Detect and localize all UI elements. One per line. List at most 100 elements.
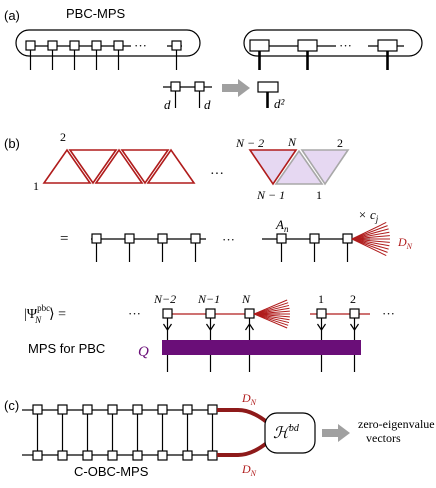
panel-b-label: (b)	[4, 136, 20, 151]
mps-site-tensor	[107, 450, 118, 461]
pbc-mps-title: PBC-MPS	[66, 6, 126, 21]
fan-line	[351, 231, 390, 240]
mps-for-pbc-label: MPS for PBC	[28, 341, 105, 356]
bond-dn-top	[217, 408, 270, 425]
pbc-chain-left: ···	[25, 38, 182, 70]
blocked-tensor	[249, 39, 270, 52]
mps-site-tensor	[57, 404, 68, 415]
triangle-label: 1	[33, 179, 39, 193]
cobc-mps-label: C-OBC-MPS	[74, 464, 149, 479]
panel-c-label: (c)	[4, 398, 19, 413]
arrow-up-icon	[245, 322, 254, 331]
triangle-chain: 2 1 ··· N − 2 N 2 N − 1 1	[33, 130, 350, 202]
mps-site-tensor	[182, 450, 193, 461]
boundary-hamiltonian-block	[264, 412, 316, 454]
blocked-tensor	[257, 81, 279, 93]
mps-site-tensor	[57, 450, 68, 461]
mps-site-tensor	[157, 450, 168, 461]
site-tensor	[170, 81, 181, 92]
triangle	[274, 149, 324, 185]
site-index: N−2	[153, 292, 176, 306]
blocked-tensor	[377, 39, 398, 52]
bond-fan	[253, 299, 290, 329]
pbc-ring-left	[15, 29, 201, 57]
mps-site-tensor	[32, 450, 43, 461]
mps-site-tensor	[91, 40, 102, 51]
dn-bottom-label: DN	[241, 462, 257, 478]
triangle-label: 1	[316, 188, 322, 202]
ellipsis: ···	[339, 38, 352, 53]
dn-label: DN	[397, 235, 413, 251]
mps-site-tensor	[32, 404, 43, 415]
fan-line	[351, 238, 388, 253]
mps-site-tensor	[157, 233, 168, 244]
site-index: N−1	[197, 292, 220, 306]
mps-site-tensor	[132, 404, 143, 415]
fan-line	[351, 228, 389, 240]
triangle	[146, 148, 196, 184]
mps-site-tensor	[157, 404, 168, 415]
blocked-tensor	[297, 39, 318, 52]
d-label: d	[164, 97, 171, 112]
triangle	[94, 148, 144, 184]
mps-site-tensor	[47, 40, 58, 51]
mps-site-tensor	[91, 233, 102, 244]
mps-site-tensor	[182, 404, 193, 415]
mps-site-tensor	[342, 233, 353, 244]
fan-line	[351, 238, 389, 250]
triangle	[300, 149, 350, 186]
mps-site-tensor	[190, 233, 201, 244]
site-tensor	[194, 81, 205, 92]
panel-a-label: (a)	[4, 8, 20, 23]
triangle-label: 2	[60, 130, 66, 144]
times-cj-label: × cj	[358, 207, 379, 224]
dn-top-label: DN	[241, 391, 257, 407]
mps-site-tensor	[82, 450, 93, 461]
triangle-label: N	[287, 135, 297, 149]
mps-site-tensor	[171, 40, 182, 51]
equals-sign: =	[60, 231, 68, 247]
mps-site-tensor	[207, 404, 218, 415]
mps-site-tensor	[113, 40, 124, 51]
fan-line	[351, 238, 390, 247]
arrow-right-icon	[222, 79, 250, 97]
fan-line	[351, 225, 388, 240]
ellipsis: ···	[382, 306, 395, 321]
mps-site-tensor	[25, 40, 36, 51]
mps-site-tensor	[69, 40, 80, 51]
vectors-text: vectors	[366, 431, 401, 445]
ellipsis: ···	[134, 38, 147, 53]
tensor-a-label: An	[275, 217, 289, 234]
fan-line	[351, 235, 390, 240]
triangle	[42, 148, 92, 184]
arrow-down-icon	[206, 323, 215, 332]
blocking-illustration: d d d²	[163, 79, 286, 112]
d-label: d	[204, 97, 211, 112]
arrow-down-icon	[317, 323, 326, 332]
mps-site-tensor	[316, 308, 327, 319]
mps-site-tensor	[276, 233, 287, 244]
mps-site-tensor	[244, 308, 255, 319]
mps-site-tensor	[349, 308, 360, 319]
cobc-ladder: DN DN ℋbd zero-eigenvalue vectors C-OBC-…	[22, 391, 435, 479]
site-index: 1	[318, 292, 324, 306]
mps-site-tensor	[124, 233, 135, 244]
triangle	[120, 149, 170, 185]
fan-line	[351, 238, 387, 256]
pbc-ring-right: ···	[243, 29, 423, 70]
fan-line	[351, 238, 390, 243]
mps-site-tensor	[107, 404, 118, 415]
mps-site-tensor	[207, 450, 218, 461]
mps-site-tensor	[132, 450, 143, 461]
bond-fan	[351, 222, 390, 256]
triangle-label: N − 1	[256, 188, 285, 202]
site-index: N	[241, 292, 251, 306]
ellipsis: ···	[210, 167, 224, 182]
arrow-down-icon	[163, 323, 172, 332]
q-label: Q	[138, 344, 149, 360]
fan-line	[351, 222, 387, 240]
